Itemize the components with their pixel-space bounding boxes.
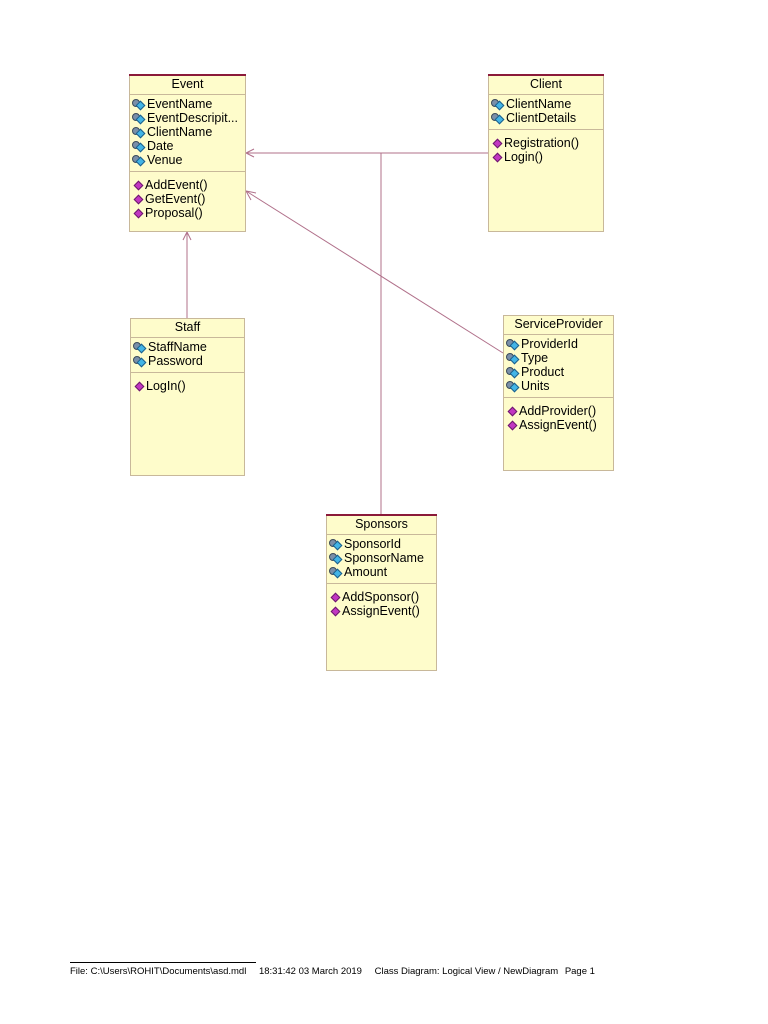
arrowhead-serviceprovider [245,190,257,201]
operation-row: AddEvent() [132,178,245,192]
attribute-icon [506,339,520,349]
class-staff-operations: LogIn() [131,373,244,397]
attribute-icon [506,381,520,391]
attribute-row: Units [506,379,613,393]
operation-row: GetEvent() [132,192,245,206]
attribute-row: Password [133,354,244,368]
attribute-icon [491,113,505,123]
attribute-icon [329,567,343,577]
operation-icon [134,381,145,391]
attribute-row: Amount [329,565,436,579]
class-client-attributes: ClientName ClientDetails [489,95,603,130]
class-serviceprovider-operations: AddProvider() AssignEvent() [504,398,613,436]
operation-row: LogIn() [133,379,244,393]
attribute-row: EventDescripit... [132,111,245,125]
operation-icon [492,152,503,162]
class-event-operations: AddEvent() GetEvent() Proposal() [130,172,245,224]
attribute-row: StaffName [133,340,244,354]
attribute-row: ClientName [491,97,603,111]
class-serviceprovider-title: ServiceProvider [503,315,614,335]
attribute-row: SponsorName [329,551,436,565]
attribute-icon [132,127,146,137]
class-sponsors-operations: AddSponsor() AssignEvent() [327,584,436,622]
operation-row: Proposal() [132,206,245,220]
attribute-row: EventName [132,97,245,111]
footer-timestamp: 18:31:42 03 March 2019 [258,966,362,977]
operation-icon [133,180,144,190]
page-footer: File: C:\Users\ROHIT\Documents\asd.mdl 1… [70,962,605,977]
arrowhead-client [244,148,255,158]
operation-icon [507,406,518,416]
class-event-attributes: EventName EventDescripit... ClientName D… [130,95,245,172]
class-serviceprovider[interactable]: ServiceProvider ProviderId Type Product … [503,315,614,471]
attribute-icon [506,367,520,377]
class-staff-attributes: StaffName Password [131,338,244,373]
class-sponsors[interactable]: Sponsors SponsorId SponsorName Amount Ad… [326,514,437,671]
operation-row: Registration() [491,136,603,150]
operation-icon [330,606,341,616]
attribute-row: Type [506,351,613,365]
operation-icon [492,138,503,148]
operation-row: AddProvider() [506,404,613,418]
footer-diagram-name: Class Diagram: Logical View / NewDiagram [374,966,559,977]
attribute-row: Venue [132,153,245,167]
footer-divider [70,962,256,963]
class-sponsors-attributes: SponsorId SponsorName Amount [327,535,436,584]
operation-icon [507,420,518,430]
operation-row: AssignEvent() [329,604,436,618]
class-client[interactable]: Client ClientName ClientDetails Registra… [488,74,604,232]
attribute-row: ProviderId [506,337,613,351]
footer-page-number: Page 1 [564,966,595,977]
attribute-row: ClientName [132,125,245,139]
class-staff-title: Staff [130,318,245,338]
attribute-icon [132,141,146,151]
operation-icon [330,592,341,602]
operation-icon [133,194,144,204]
class-sponsors-title: Sponsors [326,514,437,535]
serviceprovider-event-line [245,190,504,354]
class-staff[interactable]: Staff StaffName Password LogIn() [130,318,245,476]
attribute-row: SponsorId [329,537,436,551]
operation-icon [133,208,144,218]
attribute-row: ClientDetails [491,111,603,125]
class-client-operations: Registration() Login() [489,130,603,168]
attribute-icon [132,99,146,109]
attribute-icon [132,155,146,165]
attribute-icon [133,356,147,366]
attribute-icon [329,553,343,563]
attribute-icon [329,539,343,549]
class-event-title: Event [129,74,246,95]
attribute-icon [506,353,520,363]
operation-row: AddSponsor() [329,590,436,604]
attribute-icon [132,113,146,123]
operation-row: AssignEvent() [506,418,613,432]
arrowhead-staff [182,230,192,241]
class-serviceprovider-attributes: ProviderId Type Product Units [504,335,613,398]
attribute-icon [491,99,505,109]
class-client-title: Client [488,74,604,95]
class-event[interactable]: Event EventName EventDescripit... Client… [129,74,246,232]
attribute-row: Date [132,139,245,153]
footer-file-path: File: C:\Users\ROHIT\Documents\asd.mdl [70,966,247,977]
operation-row: Login() [491,150,603,164]
attribute-row: Product [506,365,613,379]
attribute-icon [133,342,147,352]
